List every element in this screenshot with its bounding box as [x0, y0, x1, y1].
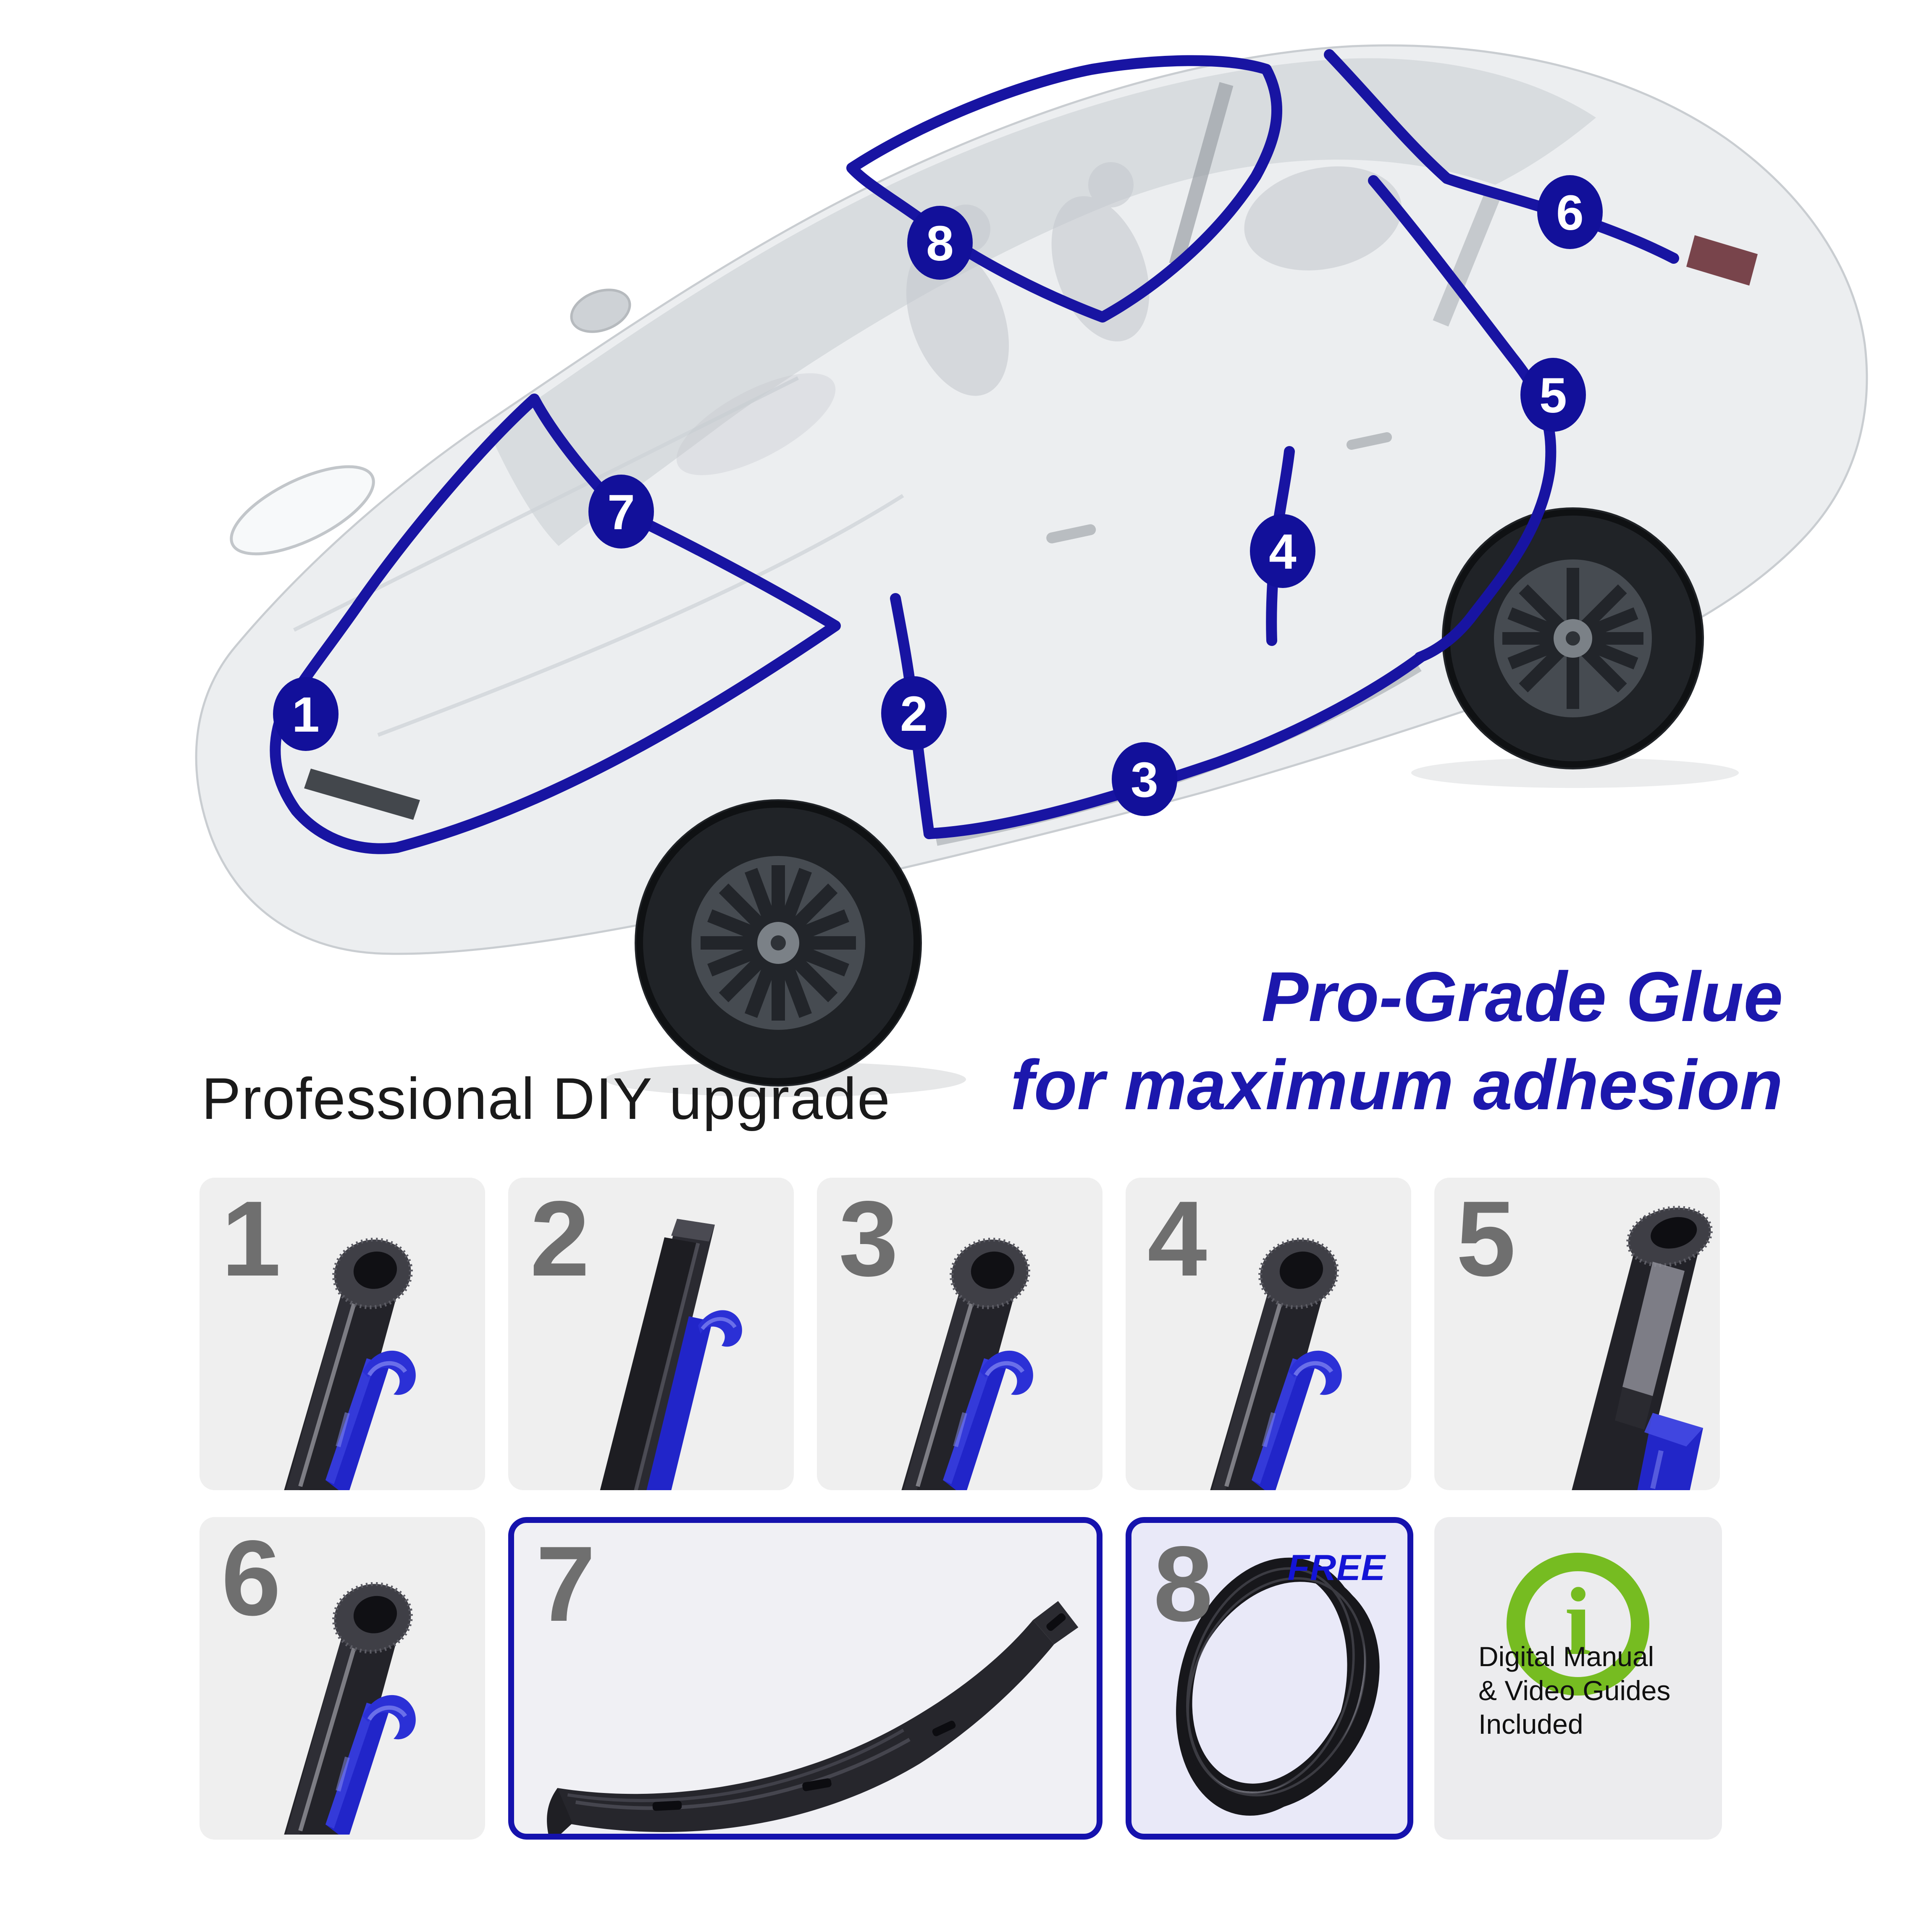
tile-number: 5: [1456, 1179, 1516, 1299]
tile-seal-2: 2: [508, 1178, 794, 1490]
svg-text:5: 5: [1539, 368, 1567, 423]
badge-7: 7: [588, 475, 654, 549]
tile-number: 3: [839, 1179, 898, 1299]
tile-number: 1: [221, 1179, 281, 1299]
free-badge: FREE: [1287, 1548, 1386, 1588]
svg-text:2: 2: [900, 686, 928, 742]
svg-text:1: 1: [292, 687, 320, 743]
tile-seal-3: 3: [817, 1178, 1102, 1490]
front-light-bar: [304, 769, 420, 820]
badge-4: 4: [1250, 514, 1315, 588]
tile-seal-8-free: 8 FREE: [1126, 1517, 1413, 1840]
info-line-3: Included: [1478, 1709, 1583, 1740]
car-illustration: 1 2 3 4 5 6 7 8: [195, 44, 1868, 1097]
svg-text:4: 4: [1269, 524, 1297, 580]
tile-number: 6: [221, 1518, 281, 1638]
tile-seal-4: 4: [1126, 1178, 1411, 1490]
rear-wheel: [1442, 507, 1704, 769]
b-pillar: [1169, 82, 1234, 267]
tile-seal-5: 5: [1434, 1178, 1720, 1490]
headline-line-1: Pro-Grade Glue: [1261, 957, 1783, 1036]
tile-seal-6: 6: [200, 1517, 485, 1840]
side-mirror: [570, 289, 631, 333]
svg-text:8: 8: [926, 216, 954, 271]
badge-8: 8: [907, 206, 973, 280]
badge-3: 3: [1112, 742, 1177, 816]
c-pillar: [1433, 186, 1503, 327]
badge-1: 1: [273, 677, 339, 751]
front-wheel: [635, 799, 922, 1087]
info-line-2: & Video Guides: [1478, 1675, 1671, 1706]
tile-seal-7-highlighted: 7: [508, 1517, 1102, 1840]
seal-location-badges: 1 2 3 4 5 6 7 8: [273, 175, 1603, 816]
digital-manual-card: i Digital Manual & Video Guides Included: [1434, 1517, 1722, 1840]
badge-2: 2: [881, 676, 947, 750]
seal-line-rocker: [924, 652, 1426, 839]
badge-5: 5: [1520, 358, 1586, 432]
seal-line-hood: [270, 394, 841, 854]
svg-text:7: 7: [607, 485, 635, 540]
rubber-coil-image: [1176, 1557, 1380, 1816]
taillight: [1686, 235, 1758, 286]
digital-manual-text: Digital Manual & Video Guides Included: [1478, 1640, 1714, 1741]
caption-professional-diy: Professional DIY upgrade: [202, 1066, 891, 1131]
headline-line-2: for maximum adhesion: [1010, 1045, 1783, 1124]
info-line-1: Digital Manual: [1478, 1641, 1654, 1672]
tile-number: 8: [1153, 1524, 1213, 1644]
tile-number: 2: [530, 1179, 590, 1299]
tile-seal-1: 1: [200, 1178, 485, 1490]
tile-number: 4: [1147, 1179, 1207, 1299]
badge-6: 6: [1537, 175, 1603, 249]
ground-shadow: [1411, 758, 1739, 788]
headline-pro-grade-glue: Pro-Grade Glue for maximum adhesion: [1011, 953, 1783, 1129]
headlight: [230, 465, 375, 556]
svg-text:3: 3: [1131, 752, 1158, 808]
tile-number: 7: [536, 1524, 596, 1644]
cowl-trim-molding-image: [547, 1601, 1079, 1834]
svg-text:6: 6: [1556, 185, 1584, 241]
seal-line-rear-door: [1368, 175, 1557, 663]
